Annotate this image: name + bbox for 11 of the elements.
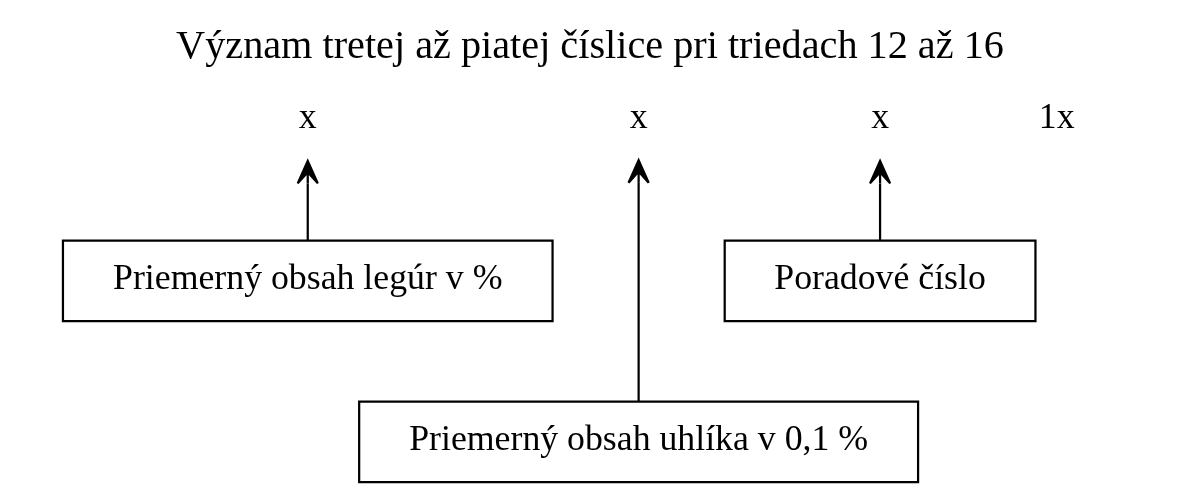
node-text: x xyxy=(870,96,889,137)
arrow xyxy=(868,159,891,241)
node-text: x xyxy=(298,96,317,137)
diagram-title: Význam tretej až piatej číslice pri triedach 12 až 16 xyxy=(175,22,1004,68)
arrow xyxy=(296,159,319,241)
node-box: Priemerný obsah legúr v % xyxy=(61,239,554,323)
arrow xyxy=(626,159,650,401)
node-box: Poradové číslo xyxy=(723,239,1037,323)
label: 1x xyxy=(1038,96,1075,137)
node-text: x xyxy=(629,96,648,137)
node-box: Priemerný obsah uhlíka v 0,1 % xyxy=(357,400,919,484)
